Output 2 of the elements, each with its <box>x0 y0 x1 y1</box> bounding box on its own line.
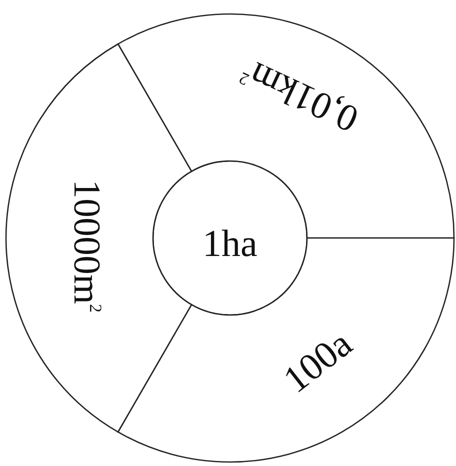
unit-label: 1ha <box>202 225 258 263</box>
unit-label: 100a <box>277 324 359 400</box>
